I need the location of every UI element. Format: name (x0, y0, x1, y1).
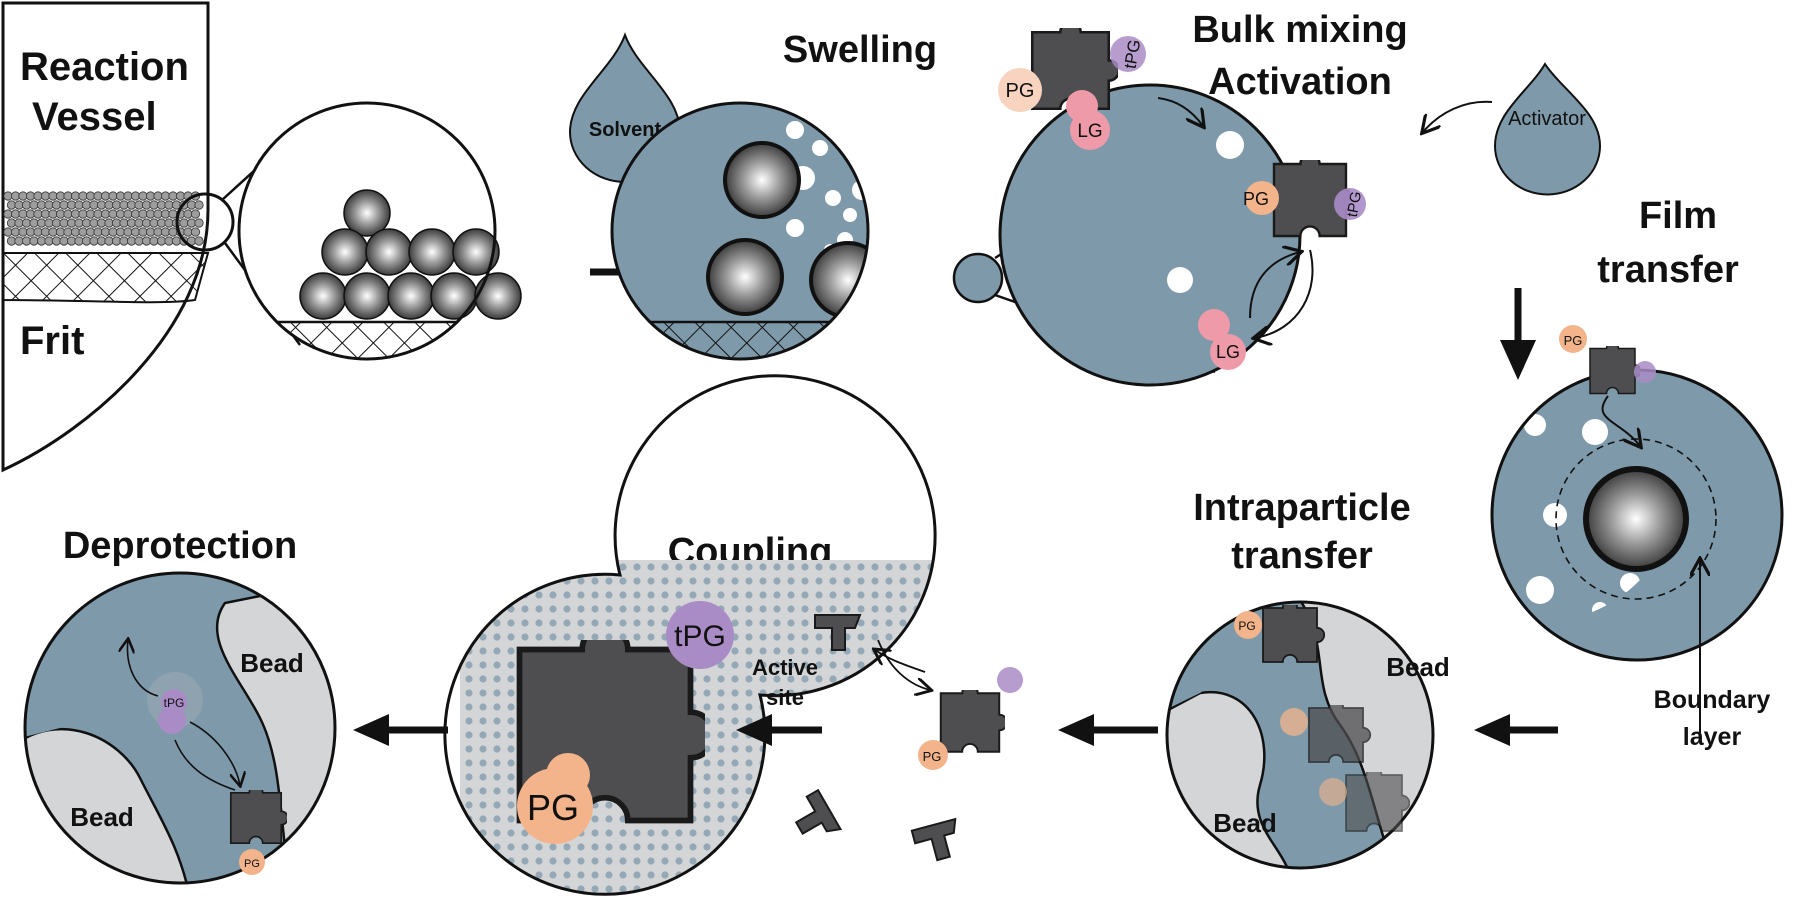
pore (1285, 360, 1295, 370)
pore (1391, 358, 1405, 372)
reaction-vessel: Reaction Vessel Frit (1, 1, 311, 473)
pore (1244, 364, 1256, 376)
packed-beads (3, 191, 204, 246)
bead-sphere (299, 272, 347, 320)
reaction-label-2: Vessel (32, 95, 157, 139)
film-bead (1583, 466, 1689, 572)
pore (1389, 249, 1411, 271)
activation-circle: tPG PG LG (998, 83, 1461, 415)
pore (1216, 131, 1244, 159)
boundary-label-1: Boundary (1654, 686, 1771, 714)
vessel-bead (194, 200, 204, 210)
bead-label-1: Bead (1386, 652, 1450, 682)
pore (1167, 267, 1193, 293)
swelling-label: Swelling (783, 29, 937, 71)
svg-text:PG: PG (1238, 619, 1255, 633)
pore (853, 296, 867, 310)
reaction-label-1: Reaction (20, 45, 189, 89)
bead-sphere (321, 228, 369, 276)
intraparticle-circle: PG Bead Bead (1165, 600, 1450, 870)
pore (1315, 409, 1321, 415)
bead-sphere (474, 272, 522, 320)
activator-drop: Activator (1423, 62, 1602, 196)
pore (1524, 414, 1546, 436)
tpg-label: tPG (1344, 190, 1365, 218)
pore (843, 208, 857, 222)
intraparticle-label-2: transfer (1231, 535, 1373, 577)
active-site-label-1: Active (752, 655, 818, 680)
film-transfer-circle: PG (1490, 325, 1784, 740)
pore (1315, 295, 1335, 315)
vessel-bead (190, 227, 201, 237)
coupling-lobes: tPG PG Active site PG (443, 374, 1023, 896)
lg-label: LG (1216, 342, 1240, 362)
solvent-label: Solvent (589, 119, 662, 141)
svg-text:PG: PG (923, 749, 942, 764)
pore (1543, 503, 1567, 527)
film-label-2: transfer (1597, 249, 1739, 291)
svg-text:PG: PG (244, 858, 260, 870)
deprotection-circle: tPG PG Bead Bead (23, 571, 337, 885)
bead-sphere (365, 228, 413, 276)
bead-sphere (343, 272, 391, 320)
pore (1265, 375, 1275, 385)
vessel-bead (190, 209, 201, 219)
reactant-molecule: tPG PG LG (998, 28, 1203, 150)
active-site-label-2: site (766, 685, 804, 710)
pore (786, 219, 804, 237)
svg-text:PG: PG (1564, 333, 1583, 348)
pore (1582, 419, 1608, 445)
bead-label-2: Bead (1213, 808, 1277, 838)
boundary-label-2: layer (1683, 723, 1742, 751)
bead-label-4: Bead (70, 802, 134, 832)
pore (840, 313, 850, 323)
bulk-mixing-label: Bulk mixing (1192, 9, 1407, 51)
svg-text:tPG: tPG (674, 620, 726, 653)
pore (786, 121, 804, 139)
svg-text:PG: PG (1006, 80, 1035, 102)
pore (1368, 136, 1392, 160)
bead-sphere (343, 189, 391, 237)
deprotection-label: Deprotection (63, 525, 297, 567)
zoom-ring (175, 192, 235, 252)
pore (851, 137, 868, 159)
bead-sphere (430, 272, 478, 320)
bead-sphere (452, 228, 500, 276)
pore (866, 306, 868, 318)
frit-label: Frit (20, 319, 84, 363)
pg-label: PG (1243, 189, 1269, 209)
bead-pyramid (299, 189, 522, 320)
svg-text:tPG: tPG (164, 696, 185, 710)
vessel-bead (194, 218, 204, 228)
pore (1526, 576, 1554, 604)
activation-label: Activation (1208, 61, 1392, 103)
zoom-ring-2 (952, 252, 1004, 304)
pore (1296, 401, 1304, 409)
pore (880, 221, 894, 235)
pore (871, 246, 889, 264)
pore (812, 140, 828, 156)
bead-label-3: Bead (240, 648, 304, 678)
zoom-beads-circle (237, 101, 522, 361)
pore (1351, 321, 1369, 339)
svg-text:tPG: tPG (1121, 38, 1145, 70)
intraparticle-label-1: Intraparticle (1193, 487, 1411, 529)
film-label-1: Film (1639, 195, 1717, 237)
svg-text:PG: PG (527, 787, 579, 828)
pore (891, 121, 919, 149)
pore (1327, 364, 1343, 380)
activator-label: Activator (1508, 108, 1586, 130)
bead-sphere (408, 228, 456, 276)
vessel-bead (194, 236, 204, 246)
svg-text:LG: LG (1077, 121, 1102, 142)
pore (825, 190, 841, 206)
pore (1429, 134, 1461, 166)
pore (1426, 281, 1454, 309)
bead-sphere (387, 272, 435, 320)
